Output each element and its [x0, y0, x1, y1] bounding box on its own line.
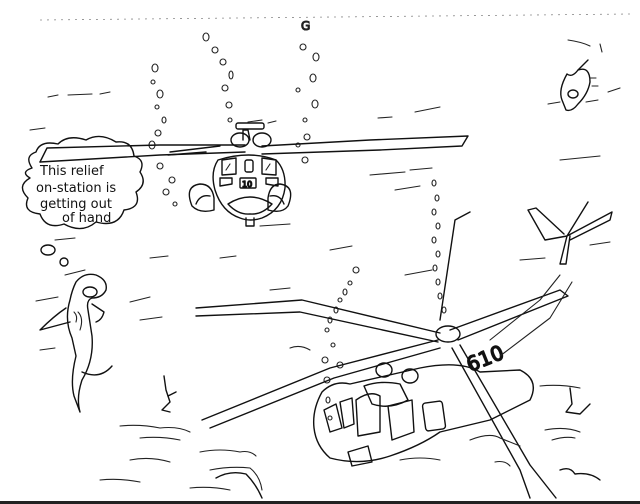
thought-bubble: This relief on-station is getting out of… — [21, 135, 144, 267]
bubble-trails: G — [148, 18, 447, 421]
scan-artifact-line — [39, 13, 631, 21]
seaweed — [161, 375, 601, 499]
seabed — [99, 345, 581, 491]
dolphin-thinker — [39, 273, 113, 413]
thought-line-1: This relief — [39, 164, 104, 179]
svg-text:G: G — [301, 19, 310, 33]
thought-line-2: on-station is — [36, 181, 116, 196]
thought-line-3: getting out — [40, 197, 112, 212]
water-current-lines — [29, 91, 611, 351]
scan-bottom-edge — [0, 501, 640, 504]
upper-helicopter-number: 10 — [242, 180, 252, 189]
upper-helicopter: 10 — [39, 122, 469, 227]
small-fish — [547, 39, 621, 112]
thought-line-4: of hand — [62, 211, 111, 226]
crashed-helicopter: 610 — [195, 201, 613, 499]
